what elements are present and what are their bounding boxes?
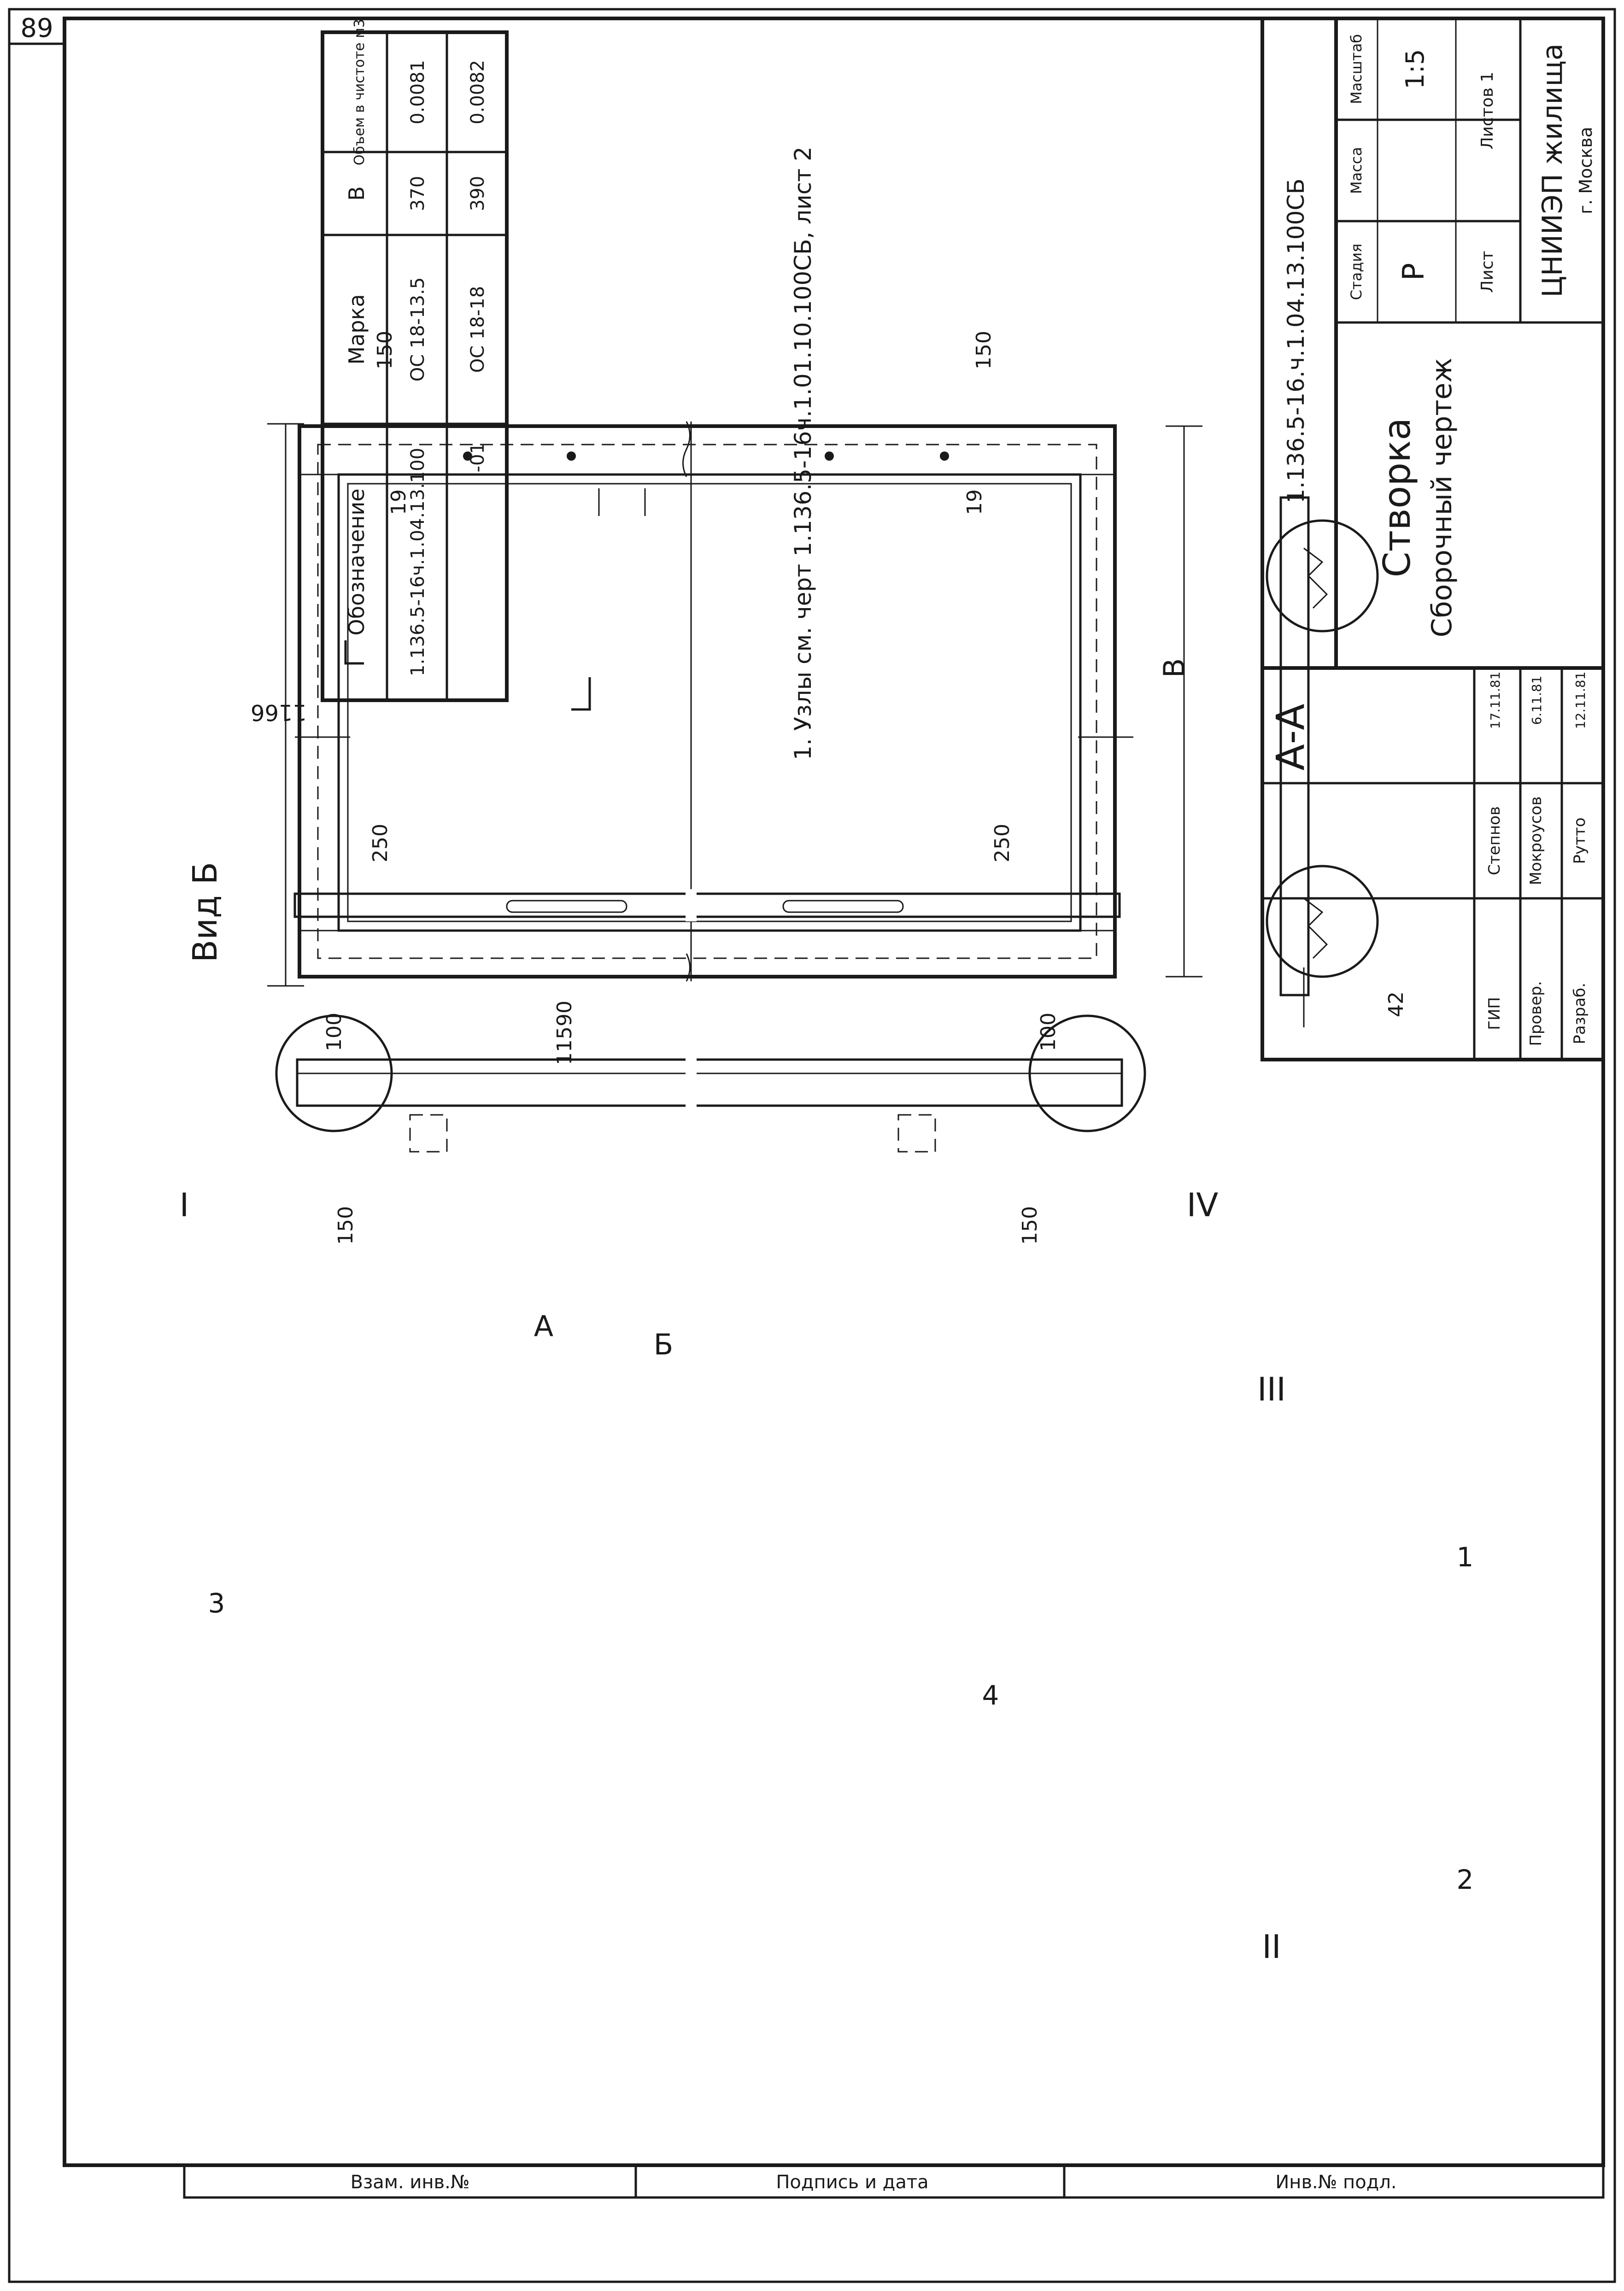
dim-view-b-slot-outer: 115 — [553, 1026, 576, 1065]
side-section-view: 150 150 100 100 — [275, 1013, 1146, 1245]
tb-mass-label: Масса — [1348, 147, 1365, 194]
section-mark-a: А — [534, 1309, 553, 1343]
position-1: 1 — [1457, 1541, 1474, 1573]
tb-stage-label: Стадия — [1348, 244, 1365, 300]
tb-name: Створка — [1376, 418, 1419, 578]
spec-row-2-b: 390 — [467, 176, 488, 211]
dim-rail-top-left: 150 — [373, 331, 397, 369]
tb-name-1: Степнов — [1485, 806, 1504, 875]
tb-code: 1.136.5-16.ч.1.04.13.100СБ — [1283, 178, 1309, 503]
tb-scale: 1:5 — [1401, 49, 1430, 89]
spec-row-1-b: 370 — [407, 176, 428, 211]
dim-view-b-end-right: 250 — [991, 824, 1014, 862]
tb-org: ЦНИИЭП жилища — [1536, 43, 1569, 297]
dim-detail-depth: 42 — [1384, 991, 1408, 1017]
view-b: 90 115 250 250 Вид Б — [186, 824, 1121, 1065]
view-b-title: Вид Б — [186, 862, 224, 962]
front-view — [298, 421, 1117, 982]
section-mark-b: Б — [654, 1328, 674, 1361]
spec-table: Обозначение Марка В Объем в чистоте м3 1… — [321, 19, 509, 702]
tb-sheet-label: Лист — [1478, 251, 1497, 293]
spec-row-2-designation: -01 — [467, 442, 488, 472]
dim-offset-left: 19 — [387, 489, 410, 515]
dim-view-b-end-left: 250 — [369, 824, 392, 862]
outer-border — [8, 8, 1616, 2283]
tb-role-1: ГИП — [1485, 997, 1504, 1030]
inner-frame — [63, 17, 1605, 2167]
tb-name-2: Мокроусов — [1527, 797, 1545, 885]
dim-view-b-slot: 90 — [553, 1001, 576, 1026]
spec-row-1-mark: ОС 18-13.5 — [407, 277, 428, 382]
callout-i: I — [180, 1186, 189, 1224]
tb-name-3: Рутто — [1571, 817, 1589, 864]
dim-rail-top-right: 150 — [972, 331, 996, 369]
section-title: А-А — [1268, 703, 1313, 770]
dim-offset-right: 19 — [963, 489, 986, 515]
tb-role-2: Провер. — [1527, 981, 1545, 1046]
position-3: 3 — [208, 1588, 225, 1619]
callout-iii: III — [1257, 1371, 1286, 1408]
tb-city: г. Москва — [1576, 127, 1596, 214]
spec-row-1-volume: 0.0081 — [407, 60, 428, 124]
dim-side-150-left: 150 — [334, 1206, 358, 1245]
note-line: 1. Узлы см. черт 1.136.5-16ч.1.01.10.100… — [790, 146, 816, 760]
spec-row-2-volume: 0.0082 — [467, 60, 488, 124]
tb-role-3: Разраб. — [1571, 983, 1589, 1044]
callout-ii: II — [1262, 1928, 1281, 1966]
tb-date-2: 6.11.81 — [1529, 676, 1544, 725]
page-number: 89 — [20, 13, 53, 43]
tb-sheets-label: Листов 1 — [1478, 72, 1497, 150]
spec-header-b: В — [344, 186, 369, 201]
spec-header-designation: Обозначение — [344, 488, 369, 635]
spec-row-2-mark: ОС 18-18 — [467, 286, 488, 373]
position-4: 4 — [982, 1680, 999, 1711]
spec-header-volume: Объем в чистоте м3 — [352, 19, 368, 165]
section-a-a: 42 А-А — [1266, 496, 1408, 1027]
spec-row-1-designation: 1.136.5-16ч.1.04.13.100 — [407, 448, 428, 676]
stamp-inv-label: Инв.№ подл. — [1275, 2172, 1396, 2193]
front-dimensions: 1166 В 150 150 19 19 — [251, 331, 1202, 987]
callout-iv: IV — [1187, 1186, 1219, 1224]
tb-stage: Р — [1397, 263, 1431, 281]
dim-width-symbol: В — [1157, 658, 1191, 678]
spec-header-mark: Марка — [344, 294, 369, 364]
dim-side-150-right: 150 — [1018, 1206, 1042, 1245]
stamp-signature-label: Подпись и дата — [776, 2172, 928, 2193]
tb-date-3: 12.11.81 — [1573, 672, 1588, 729]
dim-overall-height: 1166 — [251, 699, 307, 725]
dim-edge-left: 100 — [322, 1013, 346, 1051]
tb-date-1: 17.11.81 — [1488, 672, 1503, 729]
tb-scale-label: Масштаб — [1348, 34, 1365, 104]
tb-subtitle: Сборочный чертеж — [1426, 358, 1458, 638]
dim-edge-right: 100 — [1037, 1013, 1060, 1051]
margin-stamp: Инв.№ подл. Подпись и дата Взам. инв.№ — [183, 2164, 1605, 2199]
stamp-replace-label: Взам. инв.№ — [351, 2172, 470, 2193]
title-block: 1.136.5-16.ч.1.04.13.100СБ Створка Сборо… — [1261, 17, 1605, 1061]
position-2: 2 — [1457, 1864, 1474, 1895]
